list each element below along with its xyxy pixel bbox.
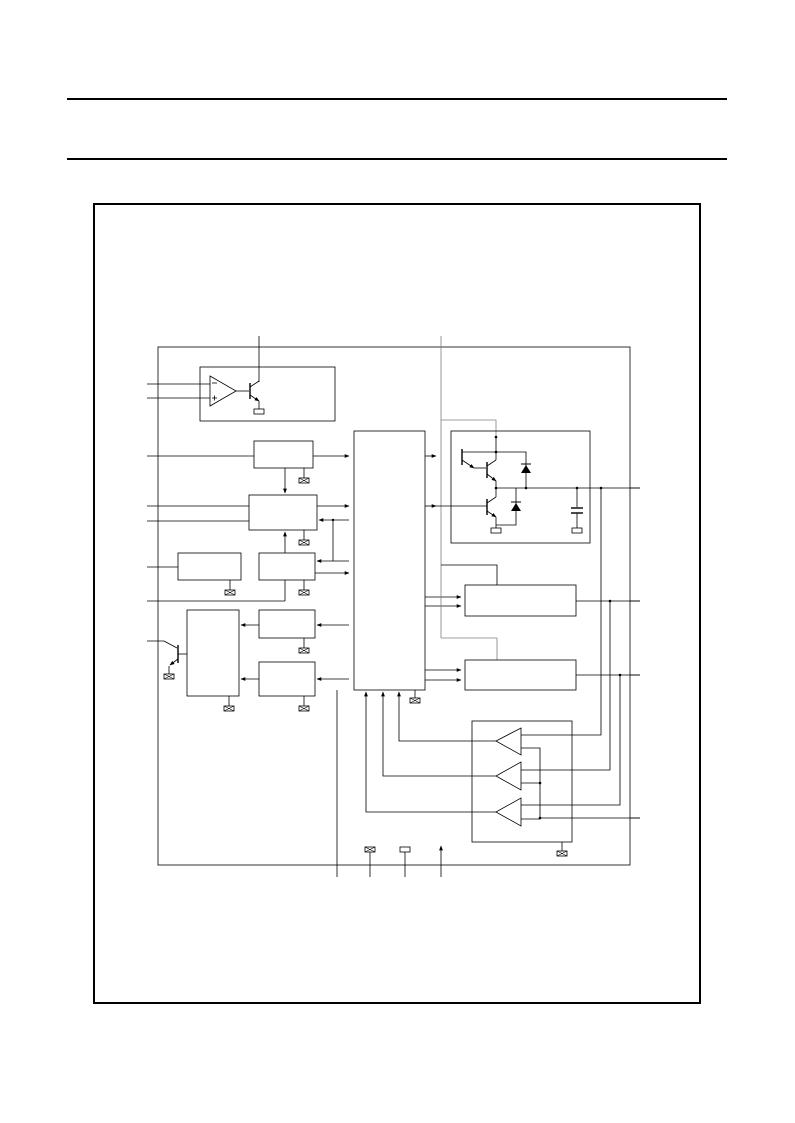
- chip-outline: [157, 346, 631, 866]
- block-c: [147, 552, 242, 596]
- figure-frame: [93, 203, 701, 1004]
- ground-icon: [223, 705, 235, 712]
- right-upper-block: [441, 564, 640, 617]
- grey-feed-lines: [440, 419, 498, 660]
- supply-icon: [571, 527, 583, 534]
- block-d: [147, 518, 350, 602]
- block-f: [240, 661, 349, 712]
- op-amp-icon: [209, 375, 237, 407]
- buffer-triangle-icon: [495, 727, 522, 756]
- right-lower-block: [464, 659, 640, 691]
- comparator-amplifier-block: [147, 366, 336, 422]
- npn-transistor-icon: [169, 645, 187, 666]
- buffer-triangle-icon: [495, 797, 522, 827]
- comparator-bank-block: [364, 488, 640, 857]
- right-pins: [630, 487, 640, 819]
- supply-icon: [399, 846, 411, 853]
- diode-icon: [511, 501, 521, 511]
- ground-icon: [163, 673, 175, 680]
- output-stage-block: [436, 430, 640, 544]
- supply-icon: [253, 408, 265, 415]
- ground-icon: [298, 647, 310, 654]
- capacitor-icon: [571, 507, 583, 514]
- npn-transistor-icon: [486, 496, 497, 518]
- ground-icon: [364, 846, 376, 853]
- ground-icon: [298, 539, 310, 546]
- npn-transistor-icon: [461, 449, 475, 469]
- ground-icon: [298, 589, 310, 596]
- ground-icon: [224, 589, 236, 596]
- supply-icon: [490, 527, 502, 534]
- block-b: [147, 494, 350, 553]
- ground-icon: [409, 697, 421, 704]
- ground-icon: [298, 705, 310, 712]
- ground-icon: [556, 850, 568, 857]
- block-e: [240, 609, 349, 654]
- buffer-triangle-icon: [495, 761, 522, 791]
- diode-icon: [521, 463, 531, 473]
- bottom-pins: [336, 690, 443, 877]
- block-a: [147, 440, 350, 494]
- ground-icon: [298, 477, 310, 484]
- central-control-block: [353, 430, 462, 704]
- npn-transistor-icon: [486, 459, 497, 482]
- npn-transistor-icon: [249, 380, 260, 402]
- tall-left-block: [147, 609, 240, 712]
